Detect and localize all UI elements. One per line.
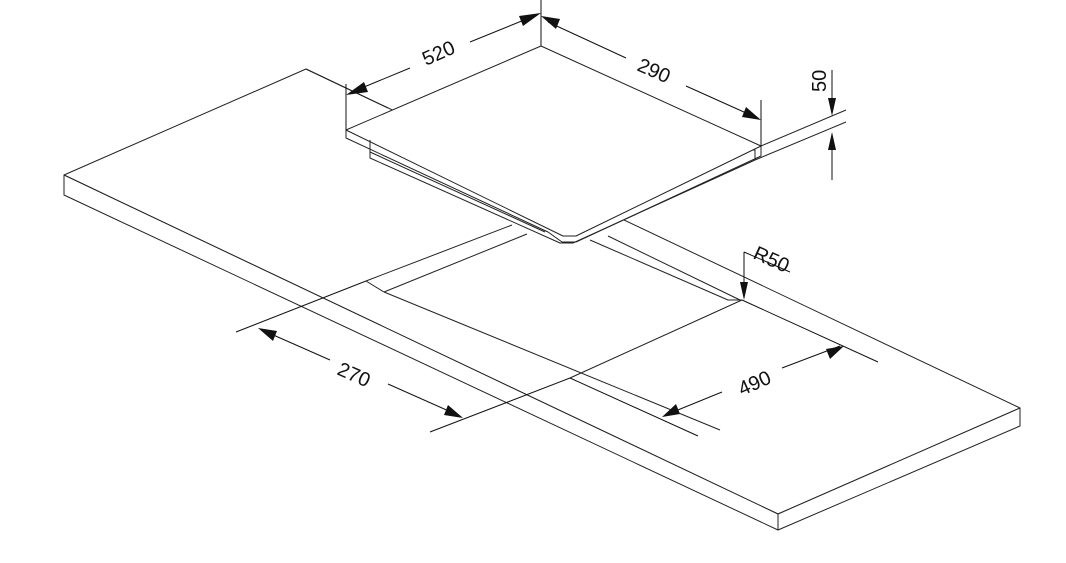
label-hob-depth: 520 xyxy=(419,37,458,71)
hob xyxy=(345,45,762,244)
dim-worktop-thickness: 50 xyxy=(809,70,836,180)
hob-glass-top xyxy=(345,45,762,237)
cutout-opening xyxy=(365,224,743,431)
worktop-back-edge xyxy=(305,68,847,161)
label-cutout-width: 270 xyxy=(334,358,373,392)
worktop-side-face xyxy=(777,407,1021,531)
label-worktop-thickness: 50 xyxy=(809,70,831,92)
label-corner-radius: R50 xyxy=(750,242,792,277)
label-hob-width: 290 xyxy=(634,54,673,88)
worktop xyxy=(63,68,1021,531)
